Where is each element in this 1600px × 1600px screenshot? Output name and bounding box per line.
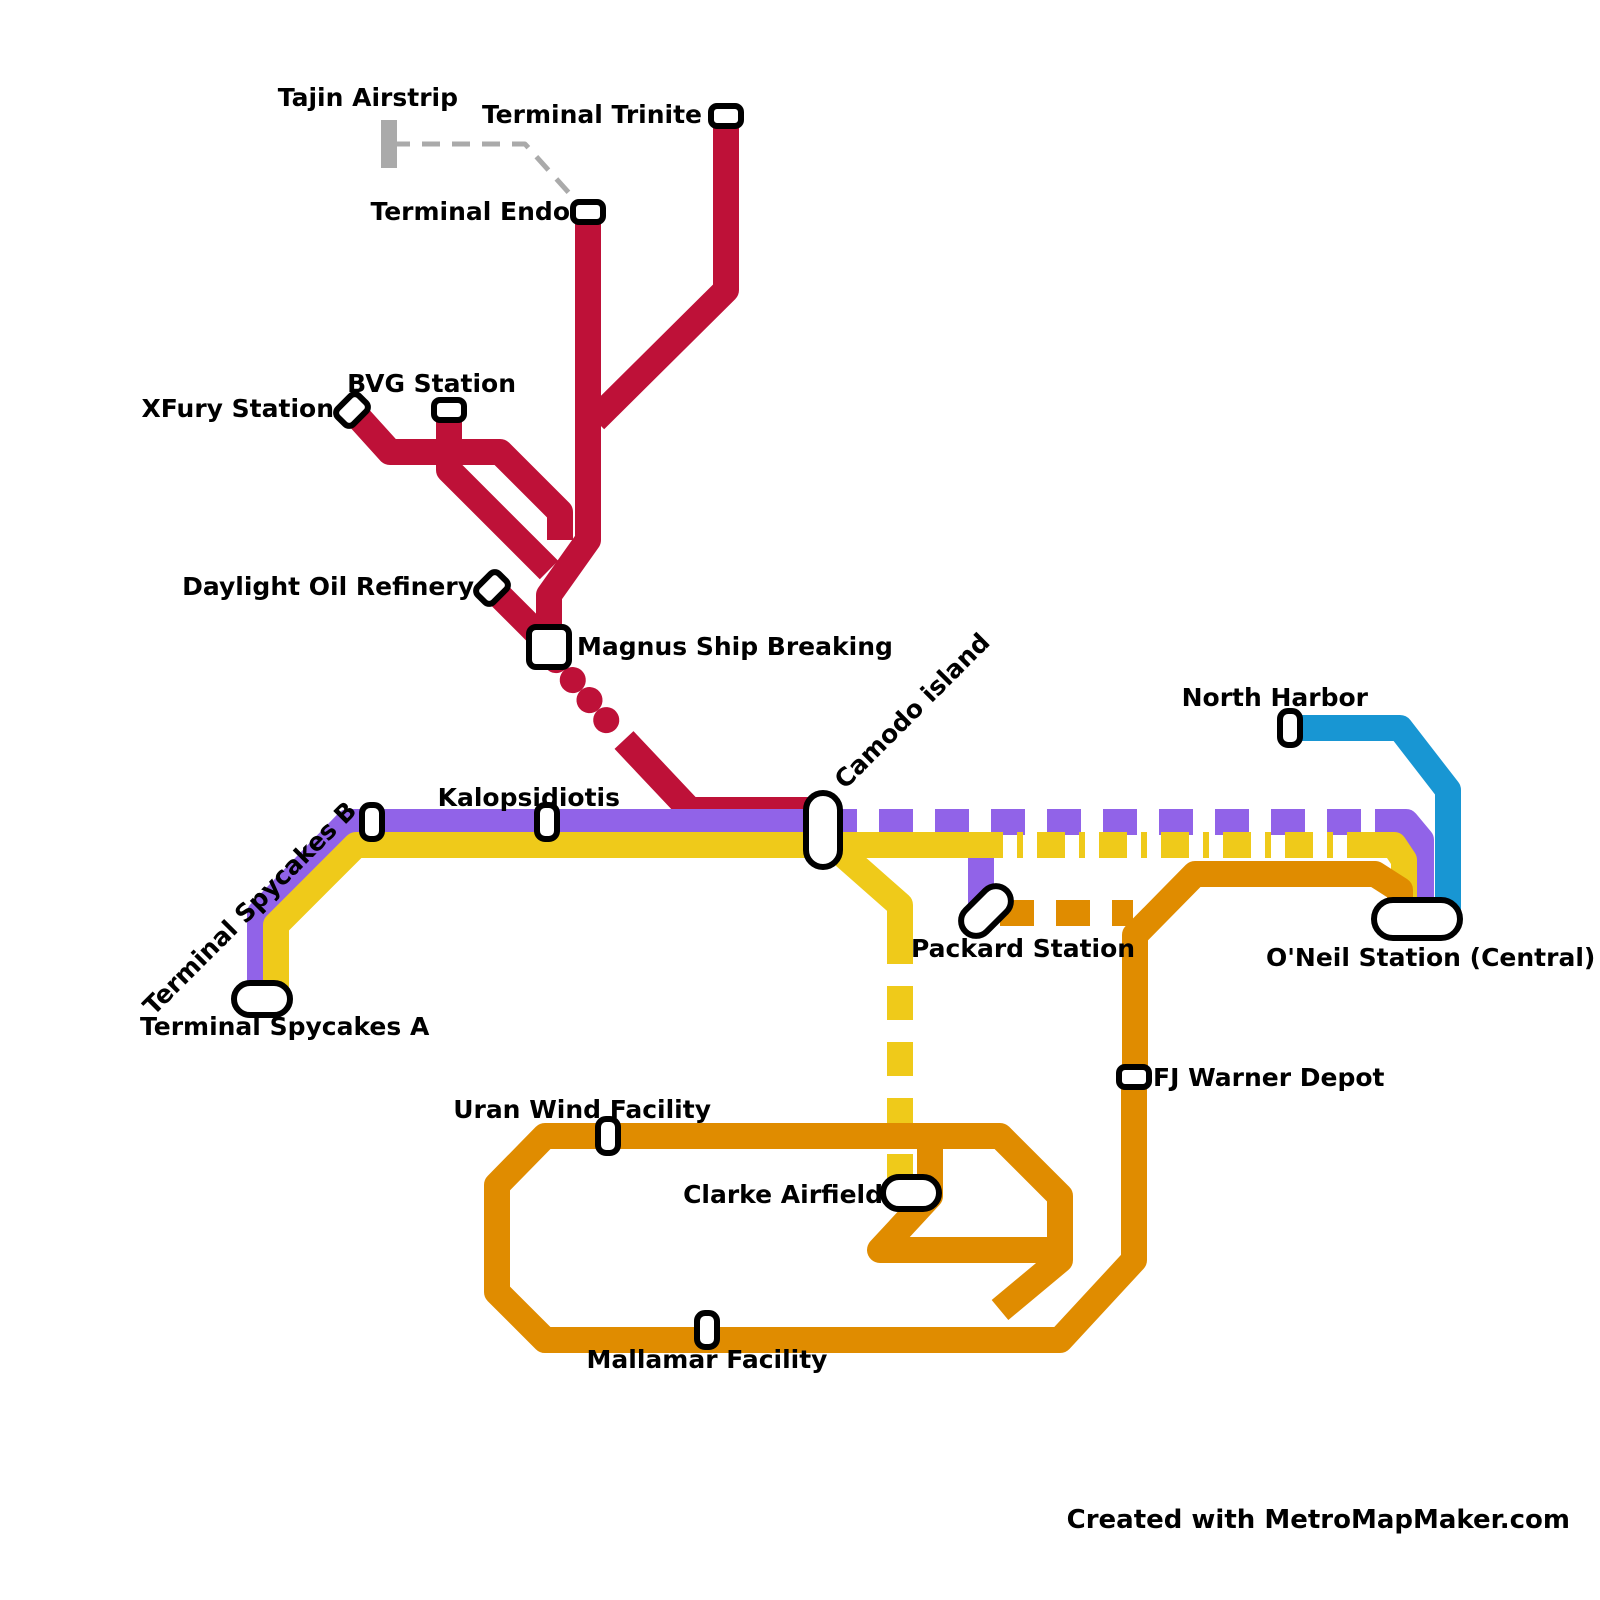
track-orange-oneil-west	[1122, 861, 1413, 1070]
station-label: Packard Station	[911, 934, 1135, 963]
station-marker[interactable]	[595, 1116, 621, 1156]
track-red-magnus-dotted	[543, 647, 625, 740]
track-yellow-packard-drop	[823, 835, 913, 930]
station-label: Magnus Ship Breaking	[577, 632, 893, 661]
track-orange-fj-down	[484, 1080, 1147, 1353]
station-label: Terminal Spycakes A	[140, 1012, 430, 1041]
station-marker[interactable]	[1116, 1064, 1152, 1090]
track-purple-to-oneil	[1375, 809, 1434, 915]
station-fj-warner-depot[interactable]: FJ Warner Depot	[1116, 1063, 1385, 1092]
station-marker[interactable]	[526, 624, 572, 670]
station-marker[interactable]	[694, 1310, 720, 1350]
track-red-trinite-spur	[585, 118, 739, 430]
station-oneil-station-central[interactable]: O'Neil Station (Central)	[1266, 897, 1595, 972]
track-purple-west	[247, 809, 823, 999]
tracks-layer	[247, 118, 1461, 1353]
station-bvg-station[interactable]: BVG Station	[347, 369, 516, 423]
station-xfury-station[interactable]: XFury Station	[141, 391, 371, 429]
station-label: XFury Station	[141, 394, 334, 423]
station-daylight-oil-refinery[interactable]: Daylight Oil Refinery	[182, 569, 511, 607]
airstrip-terminus-bar	[381, 120, 397, 168]
track-red-bvg-branch	[436, 412, 559, 580]
track-red-endo-main	[536, 214, 601, 640]
station-marker[interactable]	[473, 569, 511, 607]
station-marker[interactable]	[570, 199, 606, 225]
station-kalopsidiotis[interactable]: Kalopsidiotis	[438, 783, 620, 842]
station-marker[interactable]	[955, 880, 1017, 942]
credit-text: Created with MetroMapMaker.com	[1067, 1505, 1570, 1535]
station-marker[interactable]	[431, 397, 467, 423]
station-marker[interactable]	[708, 103, 744, 129]
station-marker[interactable]	[1371, 897, 1463, 941]
station-marker[interactable]	[359, 802, 385, 842]
station-label: Clarke Airfield	[683, 1180, 883, 1209]
station-label: Kalopsidiotis	[438, 783, 620, 812]
station-mallamar-facility[interactable]: Mallamar Facility	[587, 1310, 828, 1374]
station-label: BVG Station	[347, 369, 516, 398]
station-marker[interactable]	[1277, 708, 1303, 748]
station-marker[interactable]	[880, 1174, 942, 1212]
station-magnus-ship-breaking[interactable]: Magnus Ship Breaking	[526, 624, 893, 670]
track-blue-north-harbor	[1290, 715, 1461, 915]
tajin-airstrip-terminus	[381, 120, 397, 168]
station-label: Terminal Trinite	[482, 100, 702, 129]
track-yellow-west	[263, 832, 823, 999]
station-label: Mallamar Facility	[587, 1345, 828, 1374]
station-label: FJ Warner Depot	[1153, 1063, 1385, 1092]
station-label: Uran Wind Facility	[453, 1095, 711, 1124]
station-label: O'Neil Station (Central)	[1266, 943, 1595, 972]
station-clarke-airfield[interactable]: Clarke Airfield	[683, 1174, 942, 1212]
station-terminal-endo[interactable]: Terminal Endo	[370, 197, 606, 226]
station-packard-station[interactable]: Packard Station	[911, 880, 1135, 963]
station-marker[interactable]	[231, 980, 293, 1018]
station-tajin-airstrip[interactable]: Tajin Airstrip	[278, 83, 458, 112]
station-marker[interactable]	[803, 790, 843, 870]
track-orange-clarke-spur	[867, 1136, 1062, 1263]
track-grey-tajin-link	[392, 141, 580, 205]
station-marker[interactable]	[333, 391, 371, 429]
station-label: North Harbor	[1182, 683, 1369, 712]
station-terminal-spycakes-a[interactable]: Terminal Spycakes A	[140, 980, 430, 1041]
station-label: Terminal Endo	[370, 197, 570, 226]
track-red-xfury-branch	[342, 401, 573, 540]
station-label: Daylight Oil Refinery	[182, 572, 474, 601]
station-marker[interactable]	[534, 802, 560, 842]
station-north-harbor[interactable]: North Harbor	[1182, 683, 1369, 748]
station-terminal-trinite[interactable]: Terminal Trinite	[482, 100, 744, 129]
station-uran-wind-facility[interactable]: Uran Wind Facility	[453, 1095, 711, 1156]
station-label: Tajin Airstrip	[278, 83, 458, 112]
